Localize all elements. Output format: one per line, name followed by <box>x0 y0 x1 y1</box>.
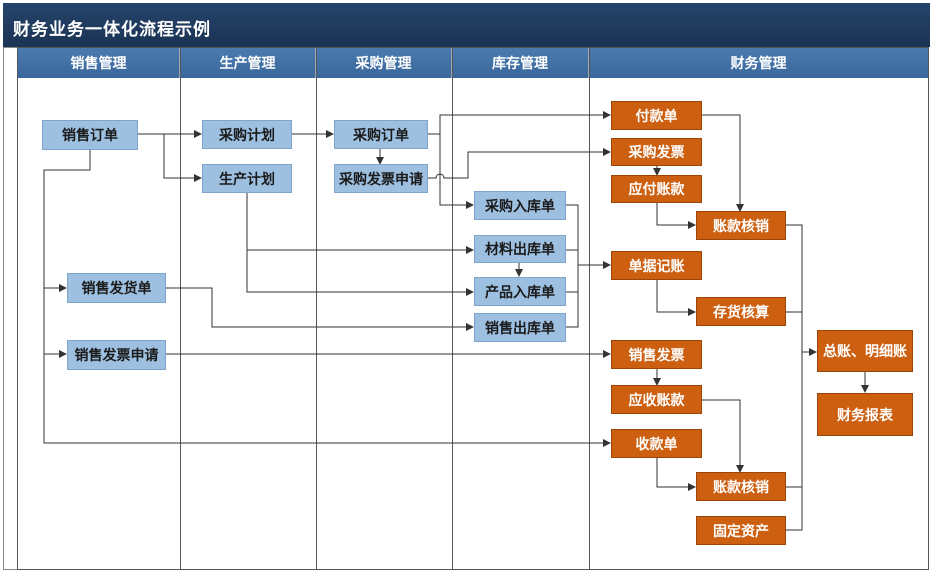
lane-header-finance: 财务管理 <box>589 48 928 78</box>
node-payables: 应付账款 <box>611 175 702 203</box>
lane-divider <box>316 48 317 569</box>
lane-header-purchasing: 采购管理 <box>316 48 452 78</box>
node-receipt-note: 收款单 <box>611 429 702 458</box>
diagram-title: 财务业务一体化流程示例 <box>13 20 211 40</box>
node-sales-issue: 销售出库单 <box>474 313 566 342</box>
lane-header-production: 生产管理 <box>180 48 316 78</box>
node-sales-delivery: 销售发货单 <box>67 273 166 303</box>
node-inventory-costing: 存货核算 <box>696 297 786 326</box>
node-sales-invoice: 销售发票 <box>611 340 702 369</box>
lane-divider <box>589 48 590 569</box>
node-product-receipt: 产品入库单 <box>474 277 566 306</box>
node-sales-order: 销售订单 <box>42 120 138 150</box>
node-fixed-assets: 固定资产 <box>696 516 786 545</box>
title-bar: 财务业务一体化流程示例 <box>3 3 930 47</box>
node-reconcile-receivables: 账款核销 <box>696 472 786 501</box>
node-payment-note: 付款单 <box>611 101 702 130</box>
node-purchase-plan: 采购计划 <box>202 120 292 149</box>
lane-header-sales: 销售管理 <box>18 48 180 78</box>
node-production-plan: 生产计划 <box>202 164 292 193</box>
node-purchase-receipt: 采购入库单 <box>474 191 566 220</box>
lane-divider <box>180 48 181 569</box>
pool-label-strip <box>3 47 18 570</box>
node-purchase-invoice-request: 采购发票申请 <box>334 164 428 193</box>
node-general-ledger: 总账、明细账 <box>817 330 913 372</box>
node-reconcile-payables: 账款核销 <box>696 211 786 240</box>
node-purchase-order: 采购订单 <box>334 120 428 149</box>
lane-header-inventory: 库存管理 <box>452 48 589 78</box>
node-receivables: 应收账款 <box>611 385 702 414</box>
lane-divider <box>452 48 453 569</box>
swimlane-pool: 销售管理 生产管理 采购管理 库存管理 财务管理 <box>17 47 929 570</box>
node-voucher-posting: 单据记账 <box>611 251 702 280</box>
node-purchase-invoice: 采购发票 <box>611 138 702 166</box>
node-financial-reports: 财务报表 <box>817 393 913 436</box>
node-material-issue: 材料出库单 <box>474 235 566 263</box>
node-sales-invoice-request: 销售发票申请 <box>67 340 166 370</box>
